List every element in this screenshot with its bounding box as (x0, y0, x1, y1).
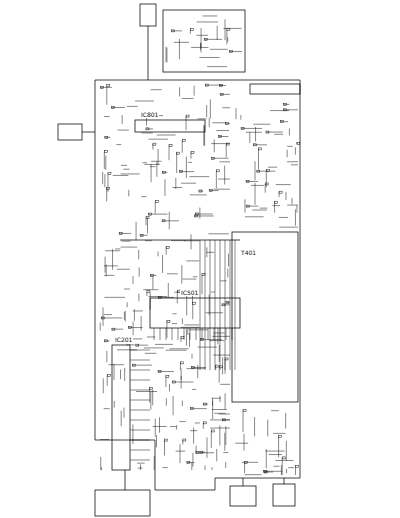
ic-package (150, 298, 240, 328)
part-label: T401 (240, 250, 257, 256)
crt-board-outline (163, 10, 245, 72)
control-board (95, 490, 150, 516)
sub-module (58, 124, 82, 140)
module-box (273, 484, 295, 506)
ic-package (135, 120, 205, 132)
part-label: IC801 (140, 112, 159, 118)
part-label: IC201 (114, 337, 133, 343)
ic-package (112, 345, 130, 470)
connector-strip (250, 84, 300, 94)
part-label: IC501 (180, 290, 199, 296)
power-section (232, 232, 298, 402)
connector-symbol (140, 4, 156, 26)
module-box (230, 486, 256, 506)
main-board-outline (95, 80, 300, 490)
